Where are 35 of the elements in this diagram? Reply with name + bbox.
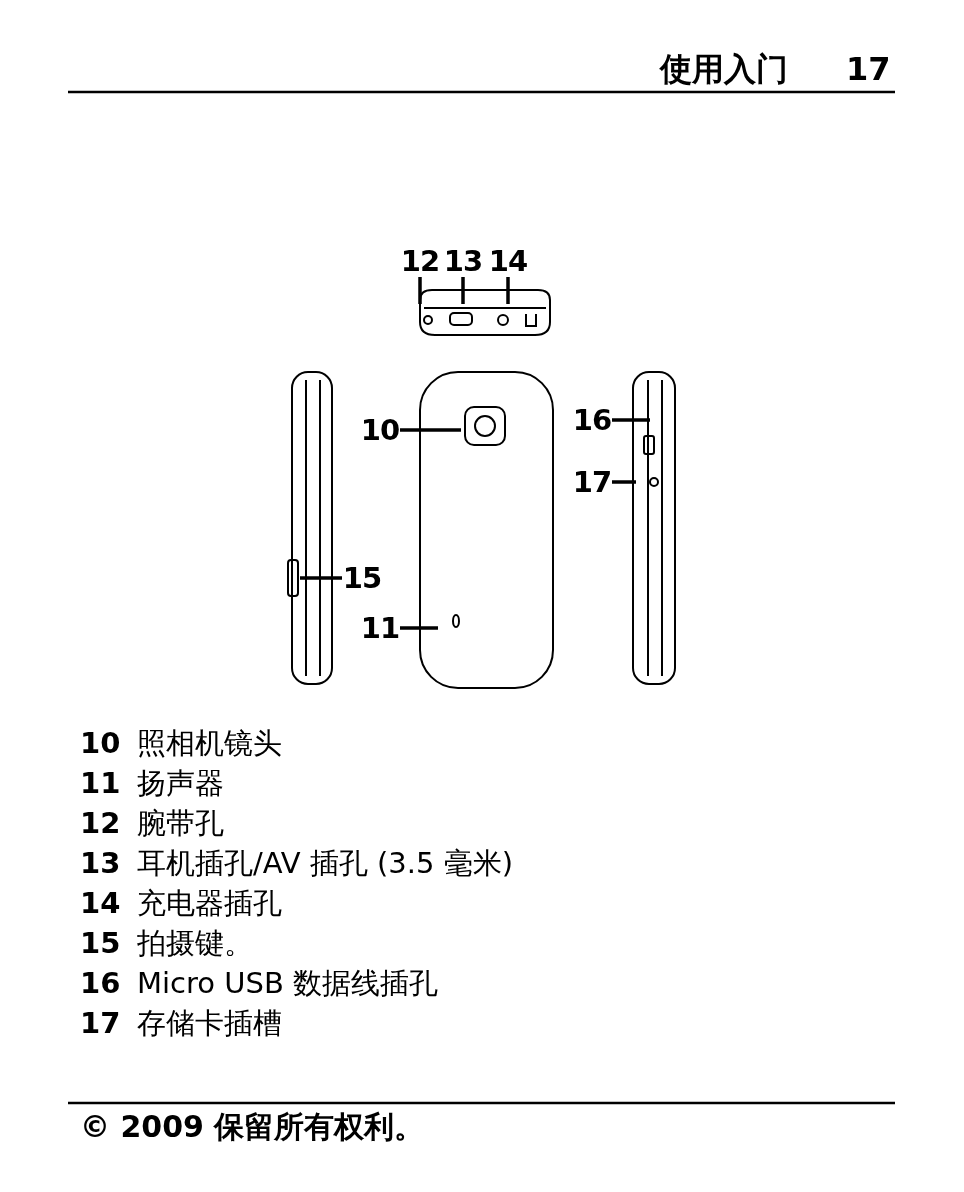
callout-number: 11 — [360, 612, 400, 644]
callout-number: 16 — [572, 404, 612, 436]
header-title: 使用入门 — [660, 52, 788, 88]
item-description: Micro USB 数据线插孔 — [137, 968, 439, 1000]
leader-line — [300, 576, 342, 580]
item-number: 10 — [80, 728, 121, 760]
callout-number: 12 — [400, 245, 440, 277]
item-description: 照相机镜头 — [137, 728, 282, 760]
leader-line — [400, 428, 461, 432]
callout-number: 15 — [342, 562, 382, 594]
item-number: 14 — [80, 888, 121, 920]
item-description: 拍摄键。 — [137, 928, 253, 960]
item-number: 17 — [80, 1008, 121, 1040]
callout-number: 13 — [443, 245, 483, 277]
item-description: 扬声器 — [137, 768, 224, 800]
item-description: 耳机插孔/AV 插孔 (3.5 毫米) — [137, 848, 513, 880]
callout-number: 10 — [360, 414, 400, 446]
item-description: 充电器插孔 — [137, 888, 282, 920]
leader-line — [506, 277, 510, 304]
item-number: 12 — [80, 808, 121, 840]
leader-line — [612, 418, 650, 422]
item-number: 13 — [80, 848, 121, 880]
item-description: 腕带孔 — [137, 808, 224, 840]
page-number: 17 — [846, 52, 891, 88]
leader-line — [612, 480, 636, 484]
leader-line — [400, 626, 438, 630]
leader-line — [418, 277, 422, 304]
item-number: 15 — [80, 928, 121, 960]
callout-number: 14 — [488, 245, 528, 277]
item-number: 16 — [80, 968, 121, 1000]
item-number: 11 — [80, 768, 121, 800]
leader-line — [461, 277, 465, 304]
copyright-notice: © 2009 保留所有权利。 — [80, 1110, 425, 1143]
item-description: 存储卡插槽 — [137, 1008, 282, 1040]
callout-number: 17 — [572, 466, 612, 498]
